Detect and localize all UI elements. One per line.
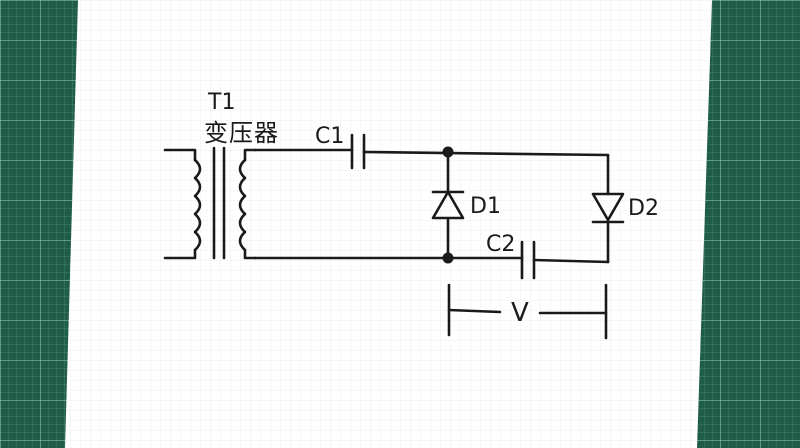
diode-d2-label: D2 [628, 196, 659, 221]
capacitor-c2-label: C2 [486, 232, 516, 257]
transformer-ref-label: T1 [208, 90, 236, 115]
capacitor-c1-label: C1 [315, 124, 345, 149]
output-voltage-label: V [511, 298, 529, 328]
diode-d2-symbol [591, 192, 625, 224]
junction-dot-top [442, 146, 454, 158]
transformer-name-label: 变压器 [204, 119, 279, 147]
paper-grid [65, 0, 712, 448]
output-voltage-bracket [447, 283, 608, 340]
junction-dot-bottom [442, 252, 454, 264]
diode-d1-label: D1 [470, 194, 501, 219]
wire-top-right [362, 150, 610, 157]
wire-c2-right [532, 258, 610, 264]
transformer-symbol [163, 146, 257, 260]
diode-d1-symbol [431, 190, 465, 220]
